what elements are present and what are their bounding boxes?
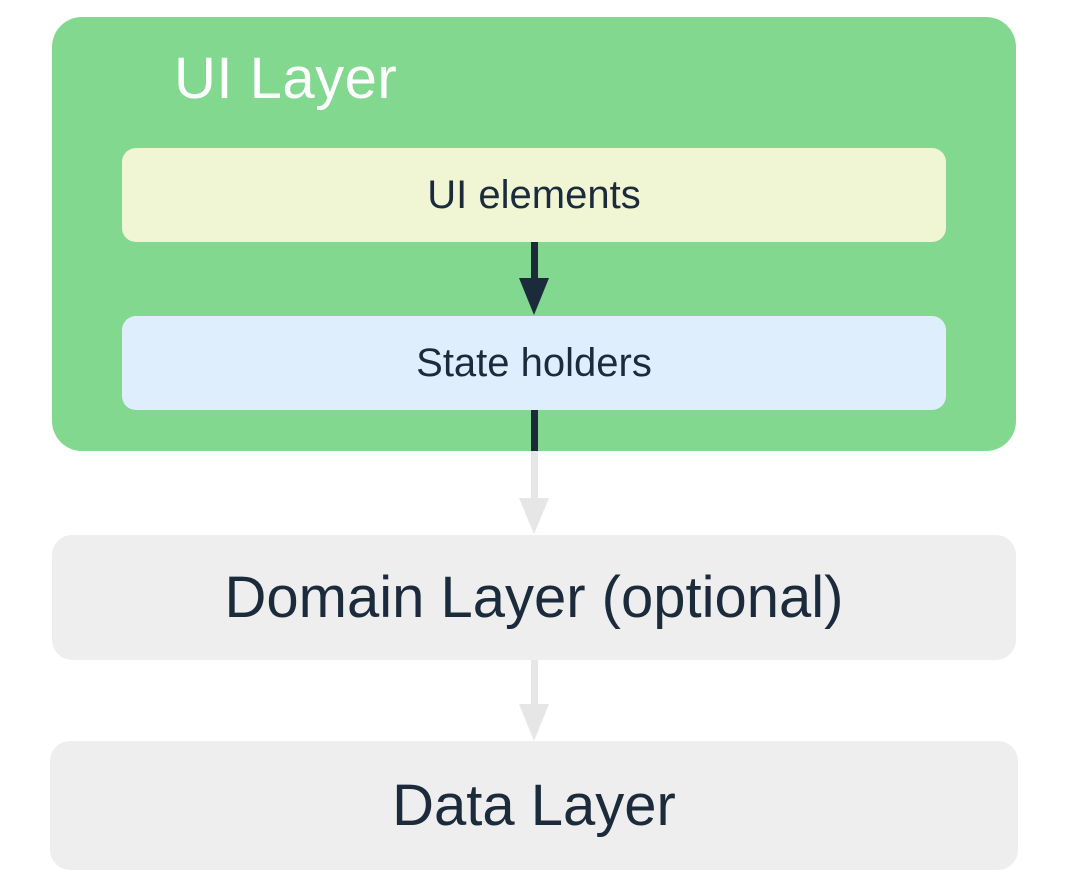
data-layer-label: Data Layer: [392, 773, 676, 838]
ui-layer-title: UI Layer: [174, 46, 398, 111]
ui-elements-box: UI elements: [122, 148, 946, 242]
data-layer-box: Data Layer: [50, 741, 1018, 870]
state-holders-box: State holders: [122, 316, 946, 410]
ui-elements-label: UI elements: [427, 172, 641, 217]
domain-layer-label: Domain Layer (optional): [224, 565, 844, 630]
domain-layer-box: Domain Layer (optional): [52, 535, 1016, 660]
state-holders-label: State holders: [416, 340, 652, 385]
arrow-domain-layer-to-data-layer: [519, 660, 549, 741]
